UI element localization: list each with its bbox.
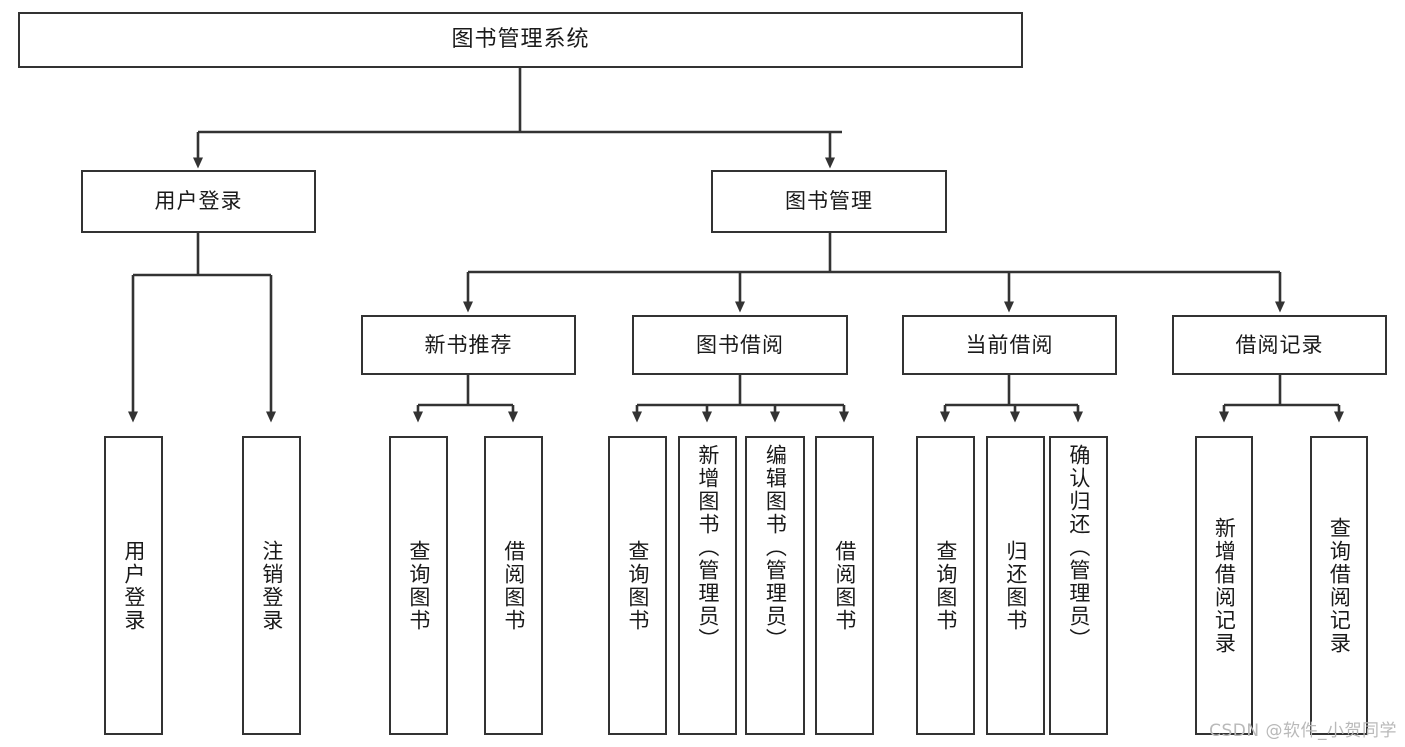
connector-group-borrow (632, 375, 849, 423)
connector-group-root (193, 68, 842, 169)
node-label: 注销登录 (259, 539, 284, 632)
leaf-borrow-query-book[interactable]: 查询图书 (608, 436, 667, 735)
node-label: 借阅图书 (832, 539, 857, 632)
node-label: 查询图书 (625, 539, 650, 632)
node-label: 新增图书（管理员） (695, 444, 720, 651)
node-label: 归还图书 (1003, 539, 1028, 632)
node-label: 图书管理系统 (451, 27, 590, 53)
node-label: 查询图书 (933, 539, 958, 632)
leaf-record-query-record[interactable]: 查询借阅记录 (1310, 436, 1368, 735)
connector-group-new-book (413, 375, 518, 423)
node-label: 图书借阅 (696, 332, 784, 357)
node-borrow-record[interactable]: 借阅记录 (1172, 315, 1387, 375)
connector-group-user-login (128, 233, 276, 423)
connector-group-record (1219, 375, 1344, 423)
leaf-record-add-record[interactable]: 新增借阅记录 (1195, 436, 1253, 735)
leaf-current-confirm-return-admin[interactable]: 确认归还（管理员） (1049, 436, 1108, 735)
leaf-borrow-add-book-admin[interactable]: 新增图书（管理员） (678, 436, 737, 735)
node-new-book-recommend[interactable]: 新书推荐 (361, 315, 576, 375)
node-label: 借阅图书 (501, 539, 526, 632)
node-label: 图书管理 (785, 189, 873, 214)
node-label: 用户登录 (121, 539, 146, 632)
node-label: 确认归还（管理员） (1066, 444, 1091, 651)
node-book-borrow[interactable]: 图书借阅 (632, 315, 848, 375)
node-current-borrow[interactable]: 当前借阅 (902, 315, 1117, 375)
connector-group-current-borrow (940, 375, 1083, 423)
leaf-user-login-logout[interactable]: 注销登录 (242, 436, 301, 735)
node-book-management[interactable]: 图书管理 (711, 170, 947, 233)
node-label: 查询借阅记录 (1327, 516, 1352, 655)
leaf-current-return-book[interactable]: 归还图书 (986, 436, 1045, 735)
node-label: 新书推荐 (424, 332, 513, 357)
node-label: 查询图书 (406, 539, 431, 632)
leaf-new-book-query[interactable]: 查询图书 (389, 436, 448, 735)
leaf-borrow-borrow-book[interactable]: 借阅图书 (815, 436, 874, 735)
leaf-user-login-login[interactable]: 用户登录 (104, 436, 163, 735)
leaf-current-query-book[interactable]: 查询图书 (916, 436, 975, 735)
leaf-borrow-edit-book-admin[interactable]: 编辑图书（管理员） (745, 436, 805, 735)
node-label: 编辑图书（管理员） (763, 444, 788, 651)
connector-group-book-manage (463, 233, 1285, 313)
node-label: 当前借阅 (965, 332, 1054, 357)
node-label: 新增借阅记录 (1212, 516, 1237, 655)
leaf-new-book-borrow[interactable]: 借阅图书 (484, 436, 543, 735)
node-label: 借阅记录 (1235, 332, 1324, 357)
node-user-login[interactable]: 用户登录 (81, 170, 316, 233)
node-root-book-management-system[interactable]: 图书管理系统 (18, 12, 1023, 68)
node-label: 用户登录 (154, 189, 243, 214)
